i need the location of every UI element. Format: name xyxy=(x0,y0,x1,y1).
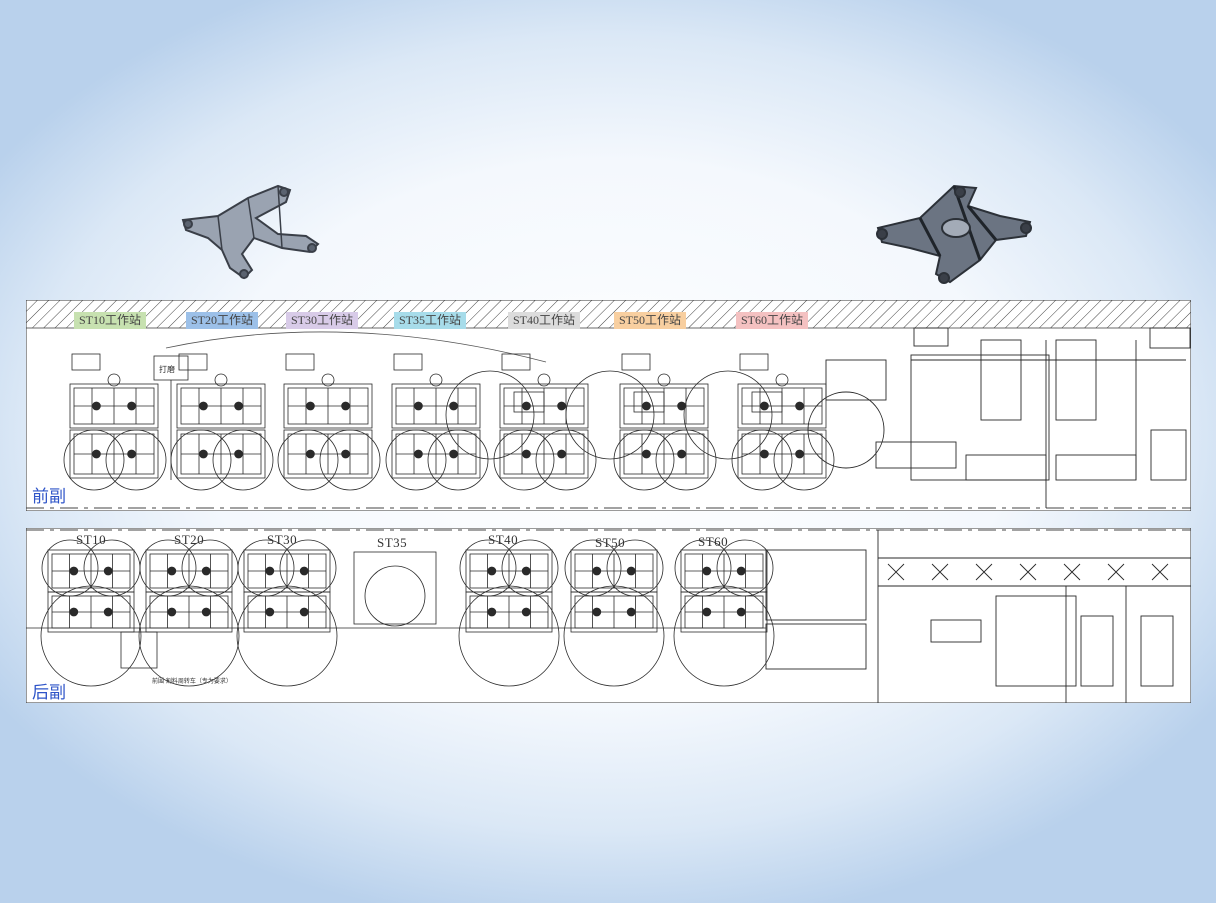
front-subframe-image xyxy=(181,184,320,280)
station-tag-st20: ST20工作站 xyxy=(186,312,259,329)
front-subframe-line-layout: ST10工作站 ST20工作站 ST30工作站 ST35工作站 ST40工作站 … xyxy=(26,300,1191,511)
rear-station-cell-5 xyxy=(563,539,665,687)
front-station-cell-5 xyxy=(445,353,597,491)
station-tag-st40: ST40工作站 xyxy=(508,312,581,329)
rear-subframe-line-layout: ST10 ST20 ST30 ST35 ST40 ST50 ST60 前围 割料… xyxy=(26,528,1191,703)
station-label-st20: ST20 xyxy=(174,532,205,547)
rear-line-name: 后副 xyxy=(32,683,66,703)
station-tag-st10: ST10工作站 xyxy=(74,312,147,329)
front-station-cell-3 xyxy=(277,353,381,491)
st35-cell xyxy=(353,551,437,625)
station-label-st30: ST30 xyxy=(267,532,298,547)
rear-station-cell-4 xyxy=(458,539,560,687)
station-tag-st30: ST30工作站 xyxy=(286,312,359,329)
front-station-cell-6 xyxy=(565,353,717,491)
station-label-st10: ST10 xyxy=(76,532,107,547)
station-tag-st60: ST60工作站 xyxy=(736,312,809,329)
rear-station-cell-3 xyxy=(236,539,338,687)
grinding-box-label: 打磨 xyxy=(159,365,175,374)
station-label-st40: ST40 xyxy=(488,532,519,547)
front-station-cell-2 xyxy=(170,353,274,491)
front-line-drawing xyxy=(26,300,1191,511)
front-station-cell-1 xyxy=(63,353,167,491)
front-station-cell-4 xyxy=(385,353,489,491)
front-line-name: 前副 xyxy=(32,487,66,507)
rear-station-cell-1 xyxy=(40,539,142,687)
front-station-cell-7 xyxy=(683,353,835,491)
rear-station-cell-2 xyxy=(138,539,240,687)
transfer-cart-note: 前围 割料周转车（专为要求） xyxy=(152,678,232,685)
rear-subframe-image xyxy=(876,184,1032,284)
station-tag-st50: ST50工作站 xyxy=(614,312,687,329)
rear-station-cell-6 xyxy=(673,539,775,687)
station-label-st35: ST35 xyxy=(377,535,408,550)
station-label-st50: ST50 xyxy=(595,535,626,550)
station-label-st60: ST60 xyxy=(698,534,729,549)
rear-line-drawing xyxy=(26,528,1191,703)
station-tag-st35: ST35工作站 xyxy=(394,312,467,329)
